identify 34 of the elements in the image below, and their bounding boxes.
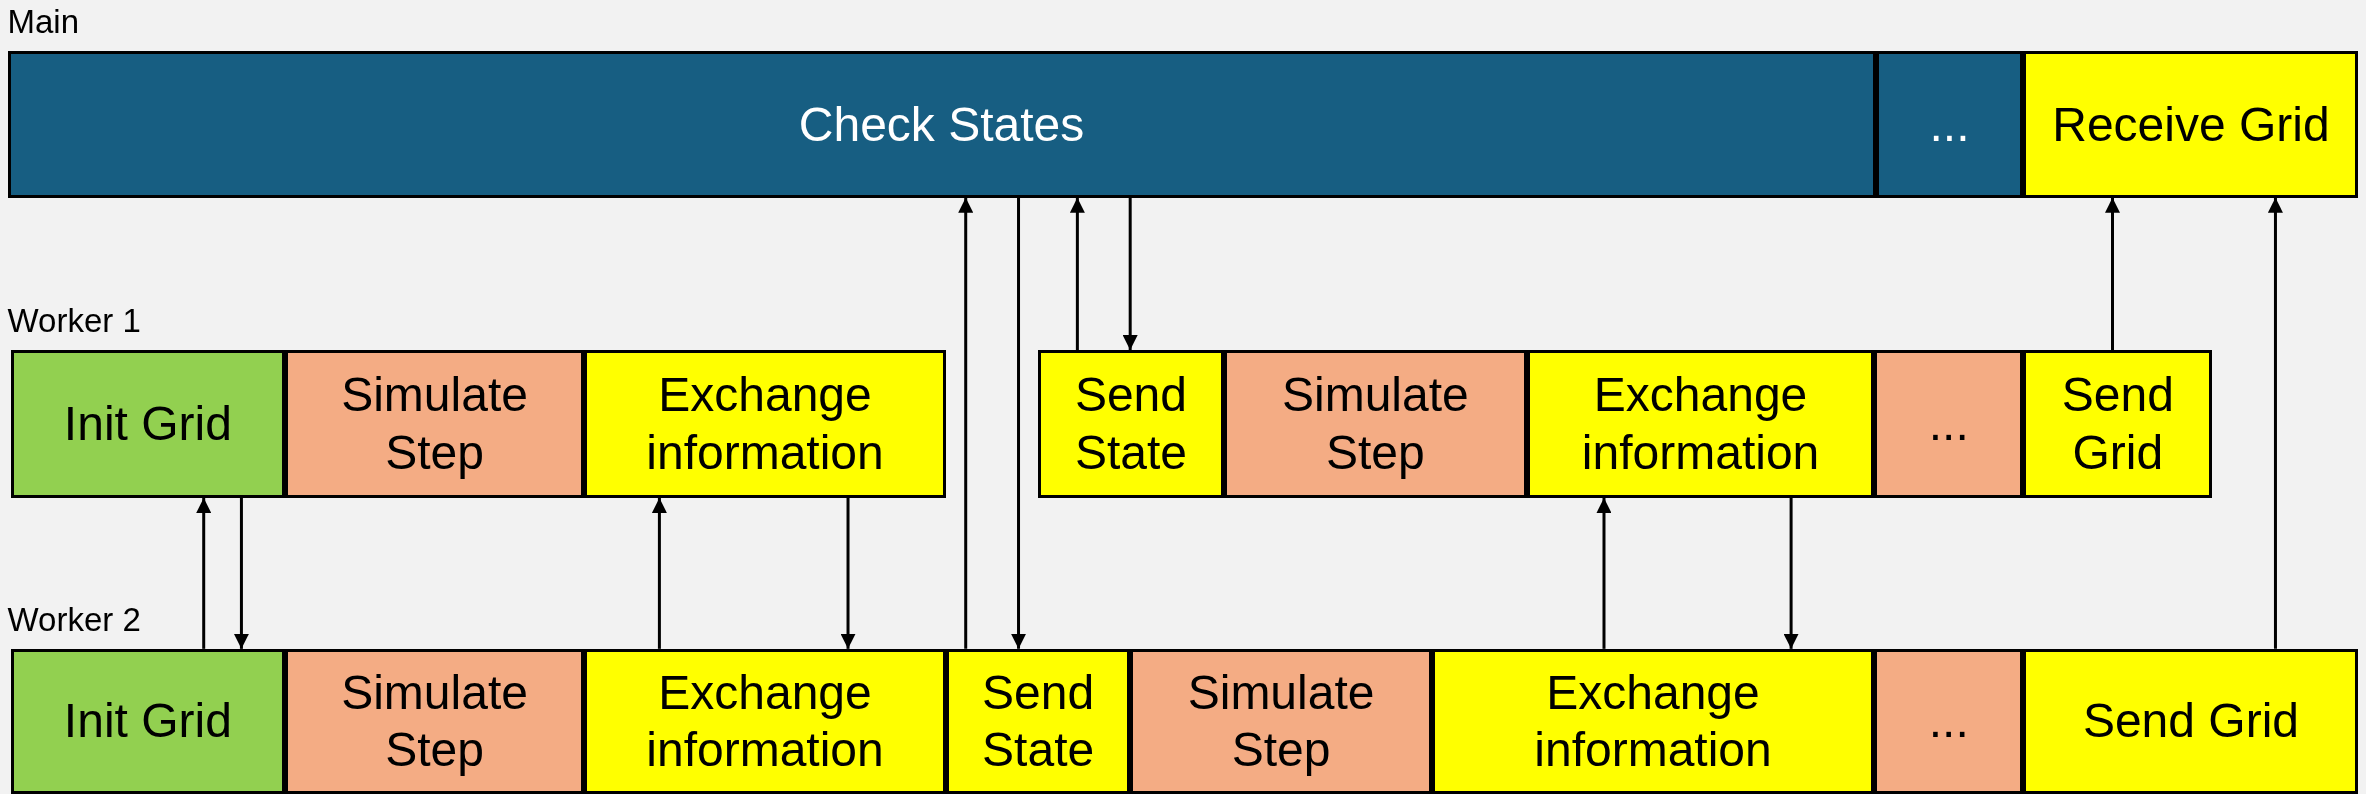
row-label: Worker 1	[7, 301, 141, 340]
row-label: Main	[7, 3, 80, 41]
process-box: Simulate Step	[1130, 648, 1432, 794]
communication-box: Receive Grid	[2023, 51, 2359, 198]
arrow	[840, 497, 856, 649]
arrow	[1783, 497, 1799, 649]
process-bar: ...	[1875, 51, 2024, 198]
arrow	[958, 197, 974, 649]
arrow	[196, 497, 212, 649]
communication-box: Send Grid	[2023, 648, 2359, 794]
communication-box: Send Grid	[2023, 350, 2213, 498]
init-box: Init Grid	[10, 350, 286, 498]
arrow	[1596, 497, 1612, 649]
communication-box: Send State	[1038, 350, 1224, 498]
process-box: ...	[1874, 648, 2024, 794]
communication-box: Exchange information	[1527, 350, 1875, 498]
arrow	[233, 497, 249, 649]
process-box: ...	[1874, 350, 2024, 498]
communication-box: Exchange information	[1431, 648, 1875, 794]
arrow	[2267, 197, 2283, 649]
init-box: Init Grid	[10, 648, 286, 794]
process-bar: Check States	[7, 51, 1876, 198]
process-box: Simulate Step	[1223, 350, 1527, 498]
communication-box: Exchange information	[583, 648, 947, 794]
arrow	[2105, 197, 2120, 351]
row-label: Worker 2	[7, 600, 141, 639]
arrow	[651, 497, 667, 649]
process-box: Simulate Step	[285, 648, 584, 794]
communication-box: Send State	[946, 648, 1131, 794]
arrow	[1122, 197, 1138, 351]
process-box: Simulate Step	[285, 350, 584, 498]
arrow	[1011, 197, 1027, 649]
communication-box: Exchange information	[583, 350, 947, 498]
arrow	[1069, 197, 1085, 351]
